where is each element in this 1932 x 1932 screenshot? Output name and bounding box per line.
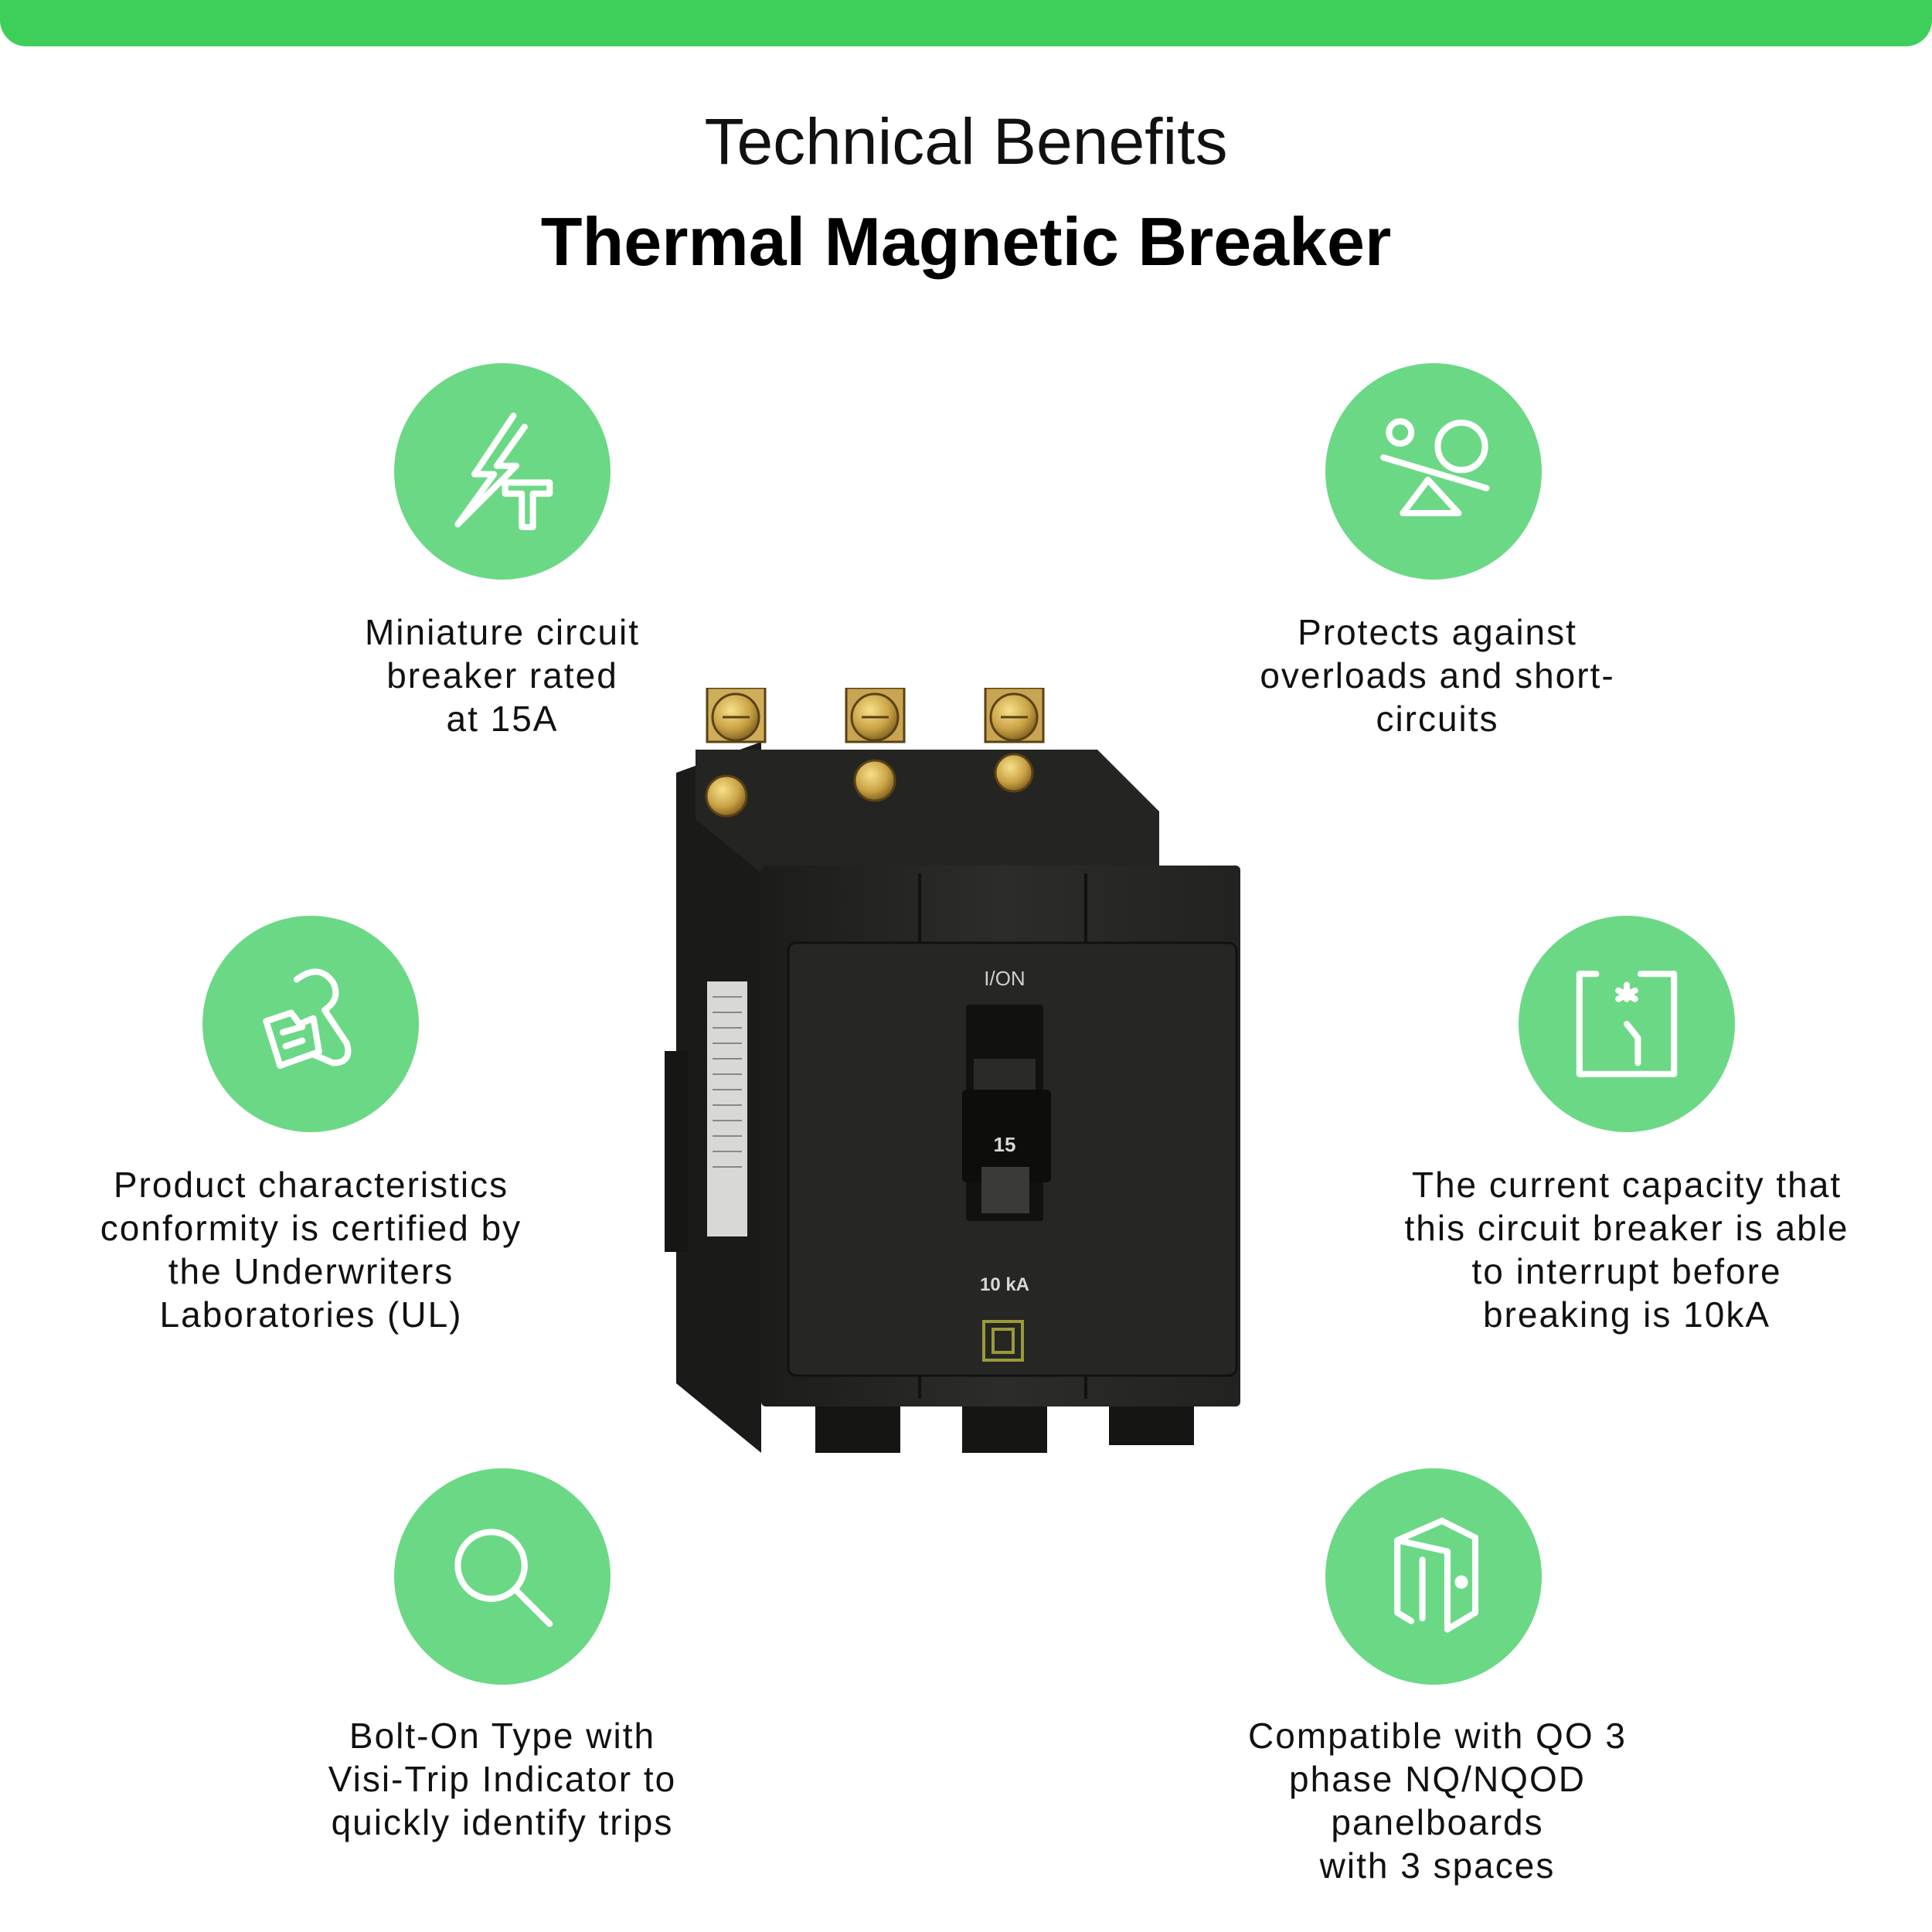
page-title: Thermal Magnetic Breaker	[540, 203, 1392, 280]
lightning-bolt-icon	[394, 363, 611, 580]
page-subtitle: Technical Benefits	[704, 105, 1228, 178]
feature-protection: Protects against overloads and short- ci…	[1260, 612, 1615, 739]
handle-on-label: I/ON	[984, 967, 1025, 990]
ampere-rating-label: 15	[994, 1133, 1016, 1156]
circuit-switch-icon	[1519, 916, 1735, 1132]
feature-interrupt-capacity: The current capacity that this circuit b…	[1404, 1165, 1849, 1335]
feature-panelboard-compatibility: Compatible with QO 3 phase NQ/NQOD panel…	[1248, 1716, 1627, 1886]
interrupt-rating-label: 10 kA	[980, 1274, 1029, 1295]
certification-badge-icon	[202, 916, 419, 1132]
panel-door-icon	[1325, 1468, 1542, 1685]
magnifier-icon	[394, 1468, 611, 1685]
circuit-breaker-image: I/ON 15 10 kA	[665, 688, 1240, 1453]
top-accent-bar	[0, 0, 1932, 46]
feature-visi-trip: Bolt-On Type with Visi-Trip Indicator to…	[328, 1716, 677, 1842]
balance-seesaw-icon	[1325, 363, 1542, 580]
feature-ul-certification: Product characteristics conformity is ce…	[100, 1165, 522, 1335]
feature-rated-current: Miniature circuit breaker rated at 15A	[364, 612, 641, 739]
